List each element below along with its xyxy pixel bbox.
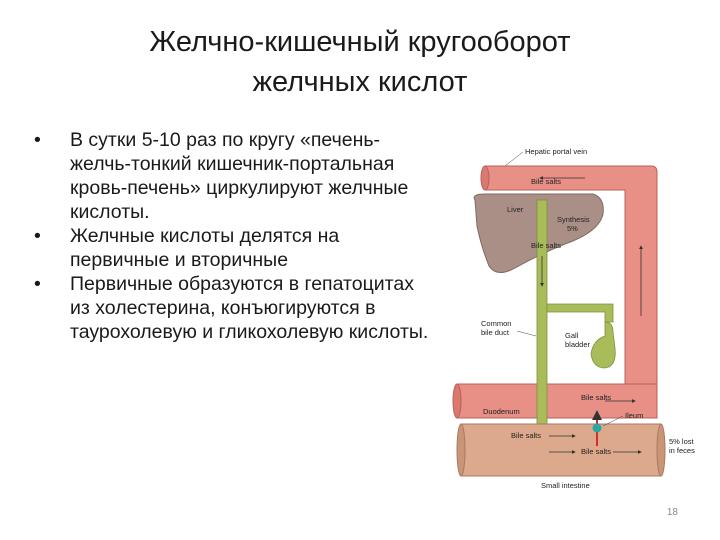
intestine-right-end [656, 423, 666, 477]
label-ileum: Ileum [625, 411, 643, 420]
bile-duct [536, 199, 616, 451]
bullet-text: Первичные образуются в гепатоцитах из хо… [70, 273, 429, 343]
slide-title: Желчно-кишечный кругооборот желчных кисл… [0, 22, 720, 102]
portal-vein-end [480, 165, 490, 191]
intestine-left-end [456, 423, 466, 477]
gall-bladder-shape [590, 321, 616, 369]
small-intestine [456, 423, 666, 477]
label-bile-salts-low-2: Bile salts [581, 447, 611, 456]
label-gall-bladder-2: bladder [565, 340, 591, 349]
leader-ileum [602, 415, 624, 427]
label-liver: Liver [507, 205, 524, 214]
label-duodenum: Duodenum [483, 407, 520, 416]
label-synthesis-2: 5% [567, 224, 578, 233]
small-intestine-shape [460, 423, 662, 477]
leader-common-bile-duct [516, 330, 537, 337]
label-hepatic-portal-vein: Hepatic portal vein [525, 147, 587, 156]
label-lost-1: 5% lost [669, 437, 695, 446]
label-synthesis-1: Synthesis [557, 215, 590, 224]
label-bile-salts-liver: Bile salts [531, 241, 561, 250]
label-common-bile-duct-2: bile duct [481, 328, 510, 337]
label-bile-salts-mid: Bile salts [581, 393, 611, 402]
label-common-bile-duct-1: Common [481, 319, 511, 328]
cystic-duct-shape [546, 303, 614, 323]
portal-vein [452, 165, 658, 419]
bullet-icon: • [34, 129, 41, 151]
bullet-item: • Первичные образуются в гепатоцитах из х… [28, 272, 438, 344]
vein-lower-end [452, 383, 462, 419]
leader-hepatic-portal-vein [504, 151, 524, 167]
common-bile-duct-shape [536, 199, 548, 451]
ileum-marker-icon [592, 423, 602, 433]
bullet-text: Желчные кислоты делятся на первичные и в… [70, 225, 340, 271]
bullet-item: • В сутки 5-10 раз по кругу «печень-желчь… [28, 128, 438, 224]
label-gall-bladder-1: Gall [565, 331, 579, 340]
label-bile-salts-top: Bile salts [531, 177, 561, 186]
page-number: 18 [666, 507, 678, 518]
bullet-list: • В сутки 5-10 раз по кругу «печень-желчь… [28, 128, 438, 344]
label-small-intestine: Small intestine [541, 481, 590, 490]
title-line-2: желчных кислот [252, 66, 468, 98]
bile-circulation-diagram: Hepatic portal vein Bile salts Liver Syn… [452, 147, 695, 490]
bullet-item: • Желчные кислоты делятся на первичные и … [28, 224, 438, 272]
label-lost-2: in feces [669, 446, 695, 455]
bullet-text: В сутки 5-10 раз по кругу «печень-желчь-… [70, 129, 409, 223]
title-line-1: Желчно-кишечный кругооборот [149, 26, 571, 58]
bullet-icon: • [34, 225, 41, 247]
label-bile-salts-low-1: Bile salts [511, 431, 541, 440]
bullet-icon: • [34, 273, 41, 295]
